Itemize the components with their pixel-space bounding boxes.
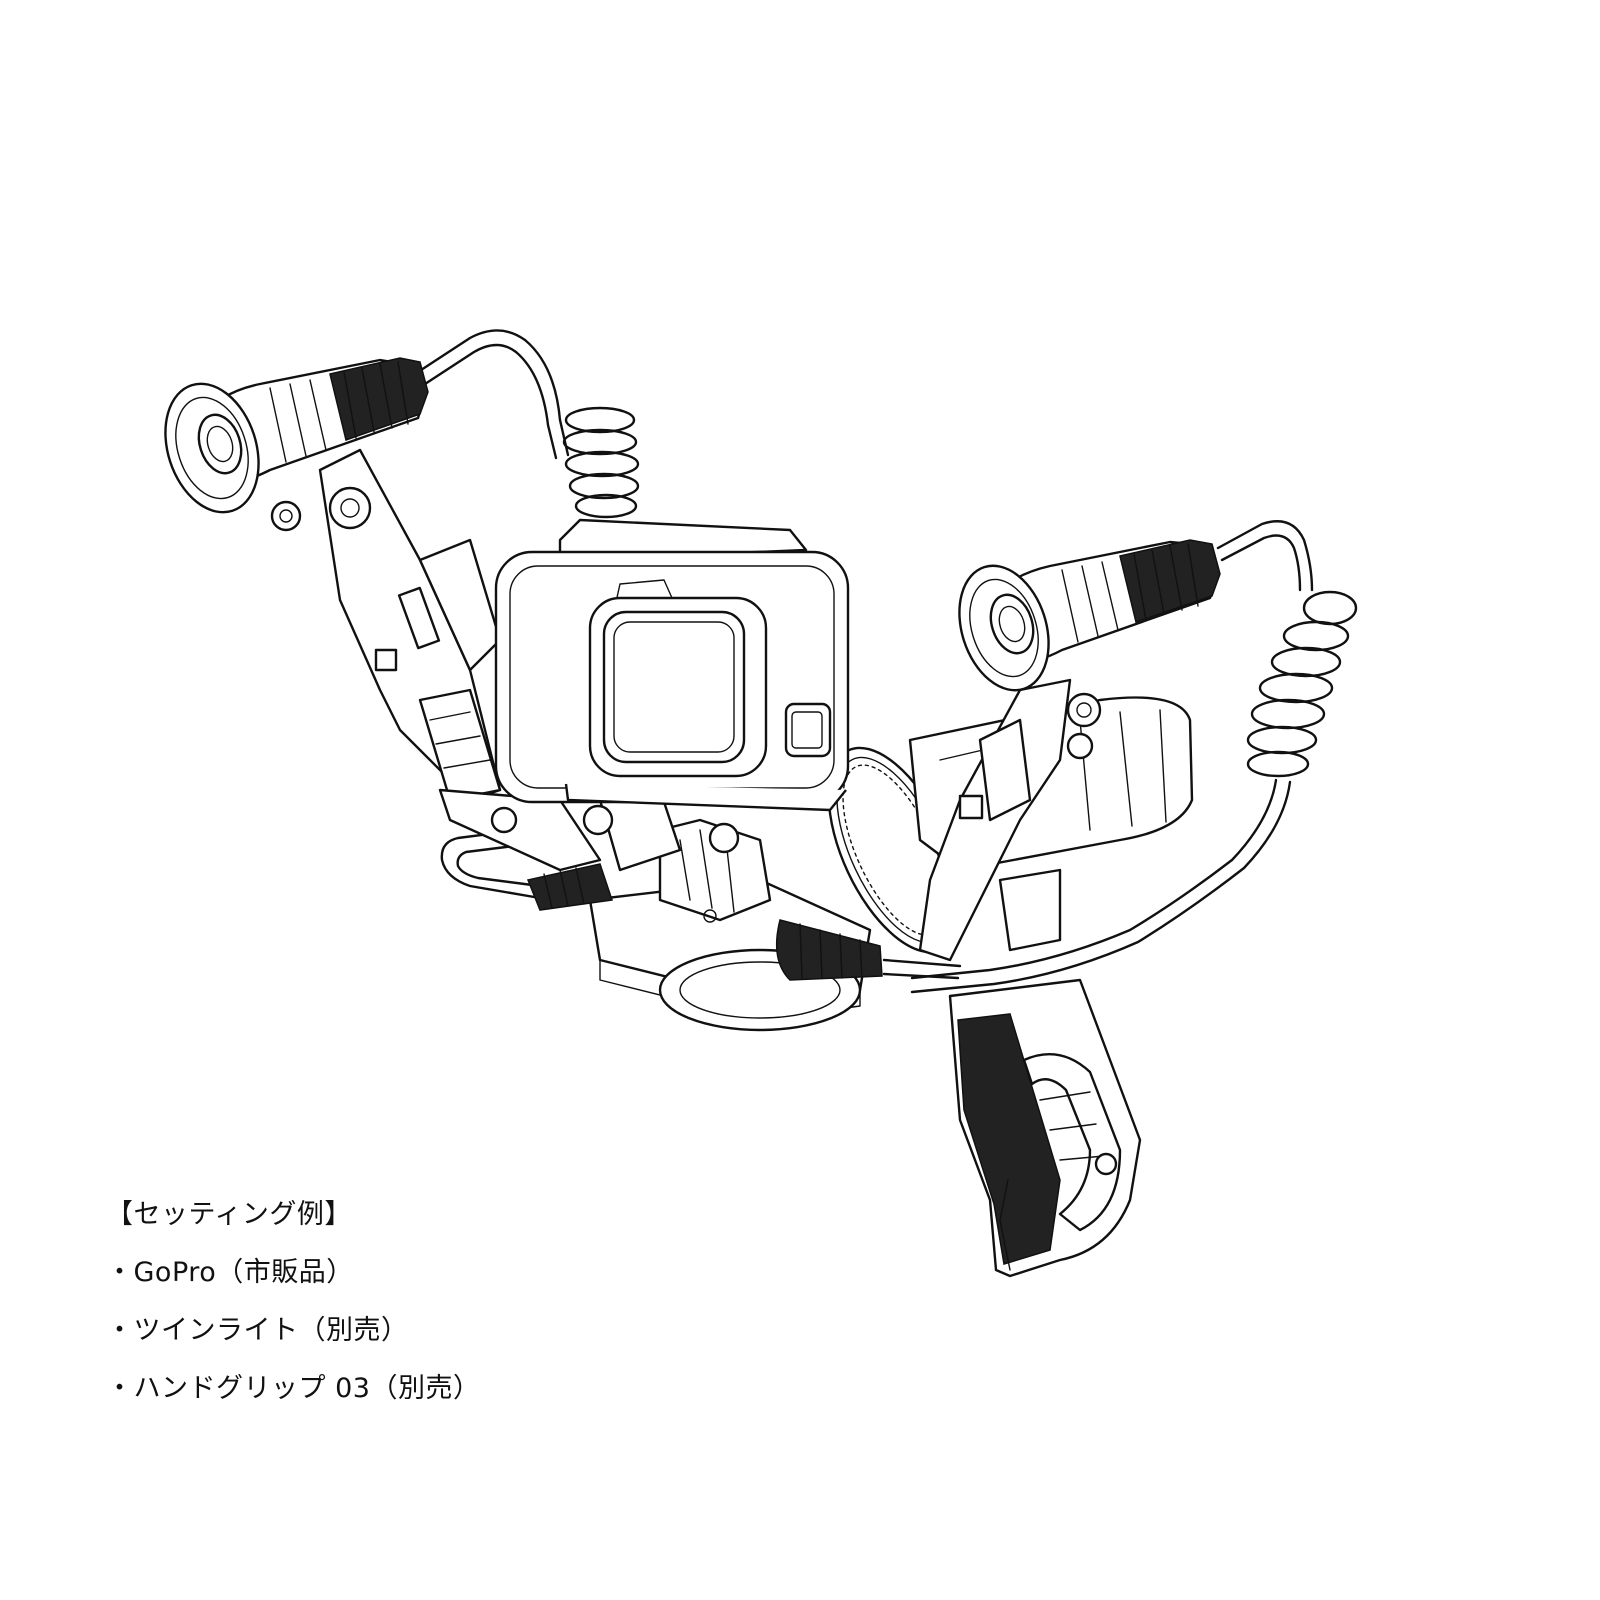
gopro-camera [494,518,850,812]
caption-item-gopro: ・GoPro（市販品） [106,1257,354,1288]
tray-base-frame [440,828,542,900]
caption-item-twin-light: ・ツインライト（別売） [106,1315,409,1346]
setting-example-caption: 【セッティング例】 ・GoPro（市販品） ・ツインライト（別売） ・ハンドグリ… [106,1186,480,1418]
right-cable-coil [1246,590,1358,778]
left-light-cable [416,329,640,519]
lower-strain-reliefs [526,863,962,981]
left-light [164,357,429,514]
right-arm [918,678,1102,962]
center-mount-body [582,788,914,1032]
right-light-cable [910,520,1358,994]
hand-grip [948,978,1142,1278]
left-cable-coil [562,406,640,519]
right-light [958,539,1221,692]
caption-item-hand-grip: ・ハンドグリップ 03（別売） [106,1373,481,1404]
caption-heading: 【セッティング例】 [106,1199,352,1230]
